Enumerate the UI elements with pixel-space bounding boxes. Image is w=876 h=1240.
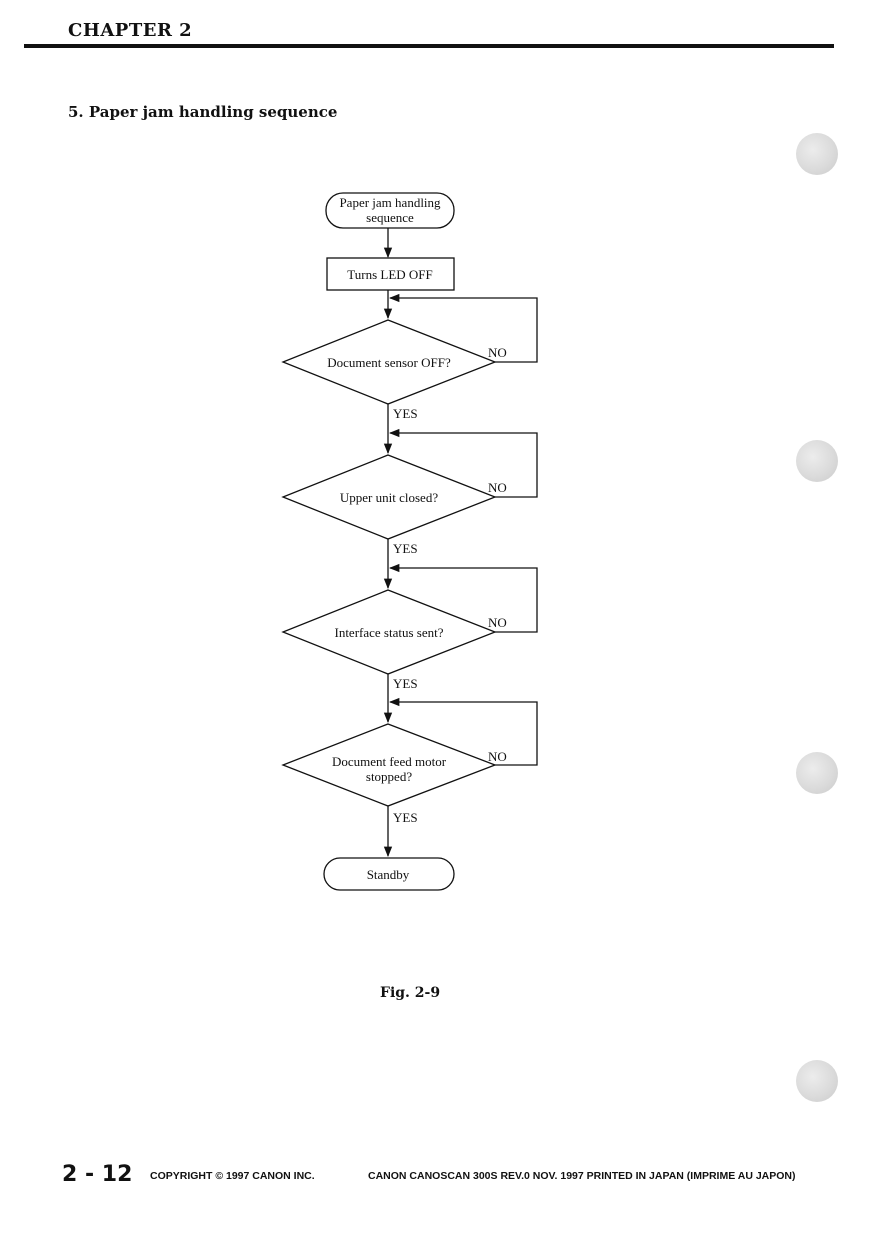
decision4-label-line1: Document feed motor	[332, 754, 447, 769]
no-loop-line	[388, 697, 538, 766]
process-box	[326, 257, 455, 291]
yes-label: YES	[393, 406, 418, 421]
no-label: NO	[488, 615, 507, 630]
no-loop-line	[388, 563, 538, 633]
no-label: NO	[488, 345, 507, 360]
punch-hole	[796, 440, 838, 482]
page-footer: 2 - 12 COPYRIGHT © 1997 CANON INC. CANON…	[0, 1162, 876, 1192]
yes-label: YES	[393, 810, 418, 825]
process-label: Turns LED OFF	[347, 267, 433, 282]
decision4-label-line2: stopped?	[366, 769, 412, 784]
header-rule	[24, 44, 834, 48]
punch-hole	[796, 1060, 838, 1102]
figure-caption: Fig. 2-9	[380, 985, 441, 1001]
punch-hole	[796, 133, 838, 175]
section-title: 5. Paper jam handling sequence	[68, 103, 338, 121]
copyright-notice: COPYRIGHT © 1997 CANON INC.	[150, 1170, 315, 1182]
yes-label: YES	[393, 541, 418, 556]
start-terminator	[325, 192, 455, 229]
end-label: Standby	[367, 867, 410, 882]
chapter-heading: CHAPTER 2	[68, 20, 193, 41]
end-terminator	[323, 857, 455, 891]
decision1-label: Document sensor OFF?	[327, 355, 451, 370]
no-label: NO	[488, 480, 507, 495]
print-info: CANON CANOSCAN 300S REV.0 NOV. 1997 PRIN…	[368, 1170, 796, 1182]
no-loop-line	[388, 428, 538, 498]
decision3-label: Interface status sent?	[334, 625, 443, 640]
start-label-line2: sequence	[366, 210, 414, 225]
yes-label: YES	[393, 676, 418, 691]
page-number: 2 - 12	[62, 1162, 133, 1187]
punch-hole	[796, 752, 838, 794]
no-label: NO	[488, 749, 507, 764]
start-label-line1: Paper jam handling	[339, 195, 441, 210]
no-loop-line	[388, 293, 538, 363]
decision2-label: Upper unit closed?	[340, 490, 438, 505]
